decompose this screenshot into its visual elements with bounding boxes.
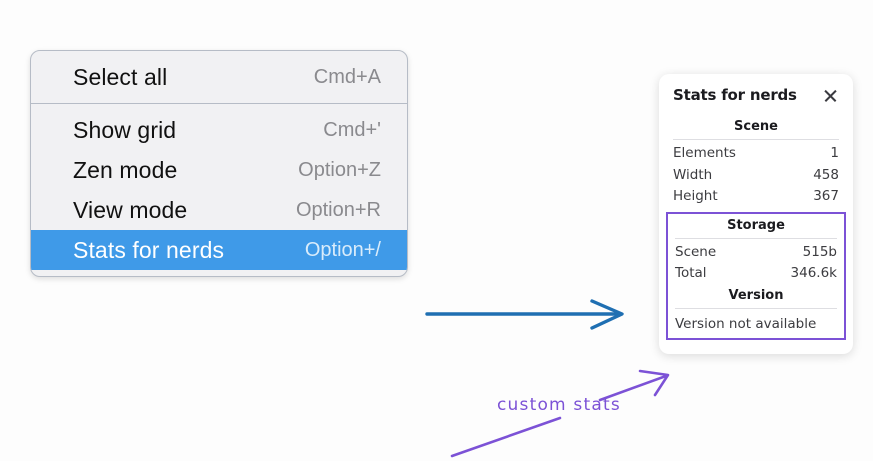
close-icon[interactable] [822,87,839,104]
menu-item-shortcut: Option+/ [304,238,381,261]
menu-item-show-grid[interactable]: Show grid Cmd+' [31,110,407,150]
stat-row-width: Width 458 [673,165,839,187]
menu-item-label: Zen mode [73,156,178,183]
menu-item-shortcut: Option+R [295,198,381,221]
menu-item-shortcut: Cmd+' [323,118,381,141]
stat-row-storage-scene: Scene 515b [675,242,837,264]
stats-panel-title: Stats for nerds [673,86,797,104]
stats-for-nerds-panel: Stats for nerds Scene Elements 1 Width 4… [659,74,853,354]
stats-section-storage: Storage Scene 515b Total 346.6k [675,215,837,285]
menu-item-label: View mode [73,196,188,223]
stat-key: Total [675,265,707,282]
stats-section-version: Version Version not available [675,285,837,334]
custom-stats-annotation: custom stats [497,395,621,415]
stat-key: Width [673,166,713,183]
menu-item-select-all[interactable]: Select all Cmd+A [31,57,407,97]
stat-value: 346.6k [790,265,837,282]
stats-section-scene: Scene Elements 1 Width 458 Height 367 [673,116,839,208]
stat-value: 367 [813,188,839,205]
menu-item-view-mode[interactable]: View mode Option+R [31,190,407,230]
menu-item-label: Select all [73,63,168,90]
stat-row-elements: Elements 1 [673,143,839,165]
stat-value: 515b [802,243,837,260]
menu-item-zen-mode[interactable]: Zen mode Option+Z [31,150,407,190]
menu-item-label: Stats for nerds [73,236,225,263]
section-divider [675,237,837,239]
stat-row-storage-total: Total 346.6k [675,263,837,285]
menu-group-1: Select all Cmd+A [31,57,407,97]
stat-key: Scene [675,243,717,260]
custom-stats-highlight-box: Storage Scene 515b Total 346.6k Version … [666,211,846,340]
menu-group-2: Show grid Cmd+' Zen mode Option+Z View m… [31,110,407,270]
section-heading-scene: Scene [734,119,778,134]
menu-item-shortcut: Option+Z [298,158,381,181]
menu-item-shortcut: Cmd+A [313,65,381,88]
section-heading-storage: Storage [727,217,785,233]
section-divider [675,307,837,309]
section-divider [673,139,839,140]
stat-row-height: Height 367 [673,186,839,208]
menu-item-label: Show grid [73,116,177,143]
blue-arrow-to-panel [425,299,624,330]
menu-item-stats-for-nerds[interactable]: Stats for nerds Option+/ [31,230,407,270]
stats-panel-header: Stats for nerds [673,86,839,104]
stat-value: 1 [830,145,839,161]
stat-value: 458 [813,166,839,183]
version-value: Version not available [675,315,817,332]
menu-divider [31,103,407,104]
purple-underline-stroke [450,416,562,458]
context-menu: Select all Cmd+A Show grid Cmd+' Zen mod… [30,50,408,277]
section-heading-version: Version [728,287,784,303]
stat-key: Height [673,188,718,205]
stat-key: Elements [673,145,736,161]
